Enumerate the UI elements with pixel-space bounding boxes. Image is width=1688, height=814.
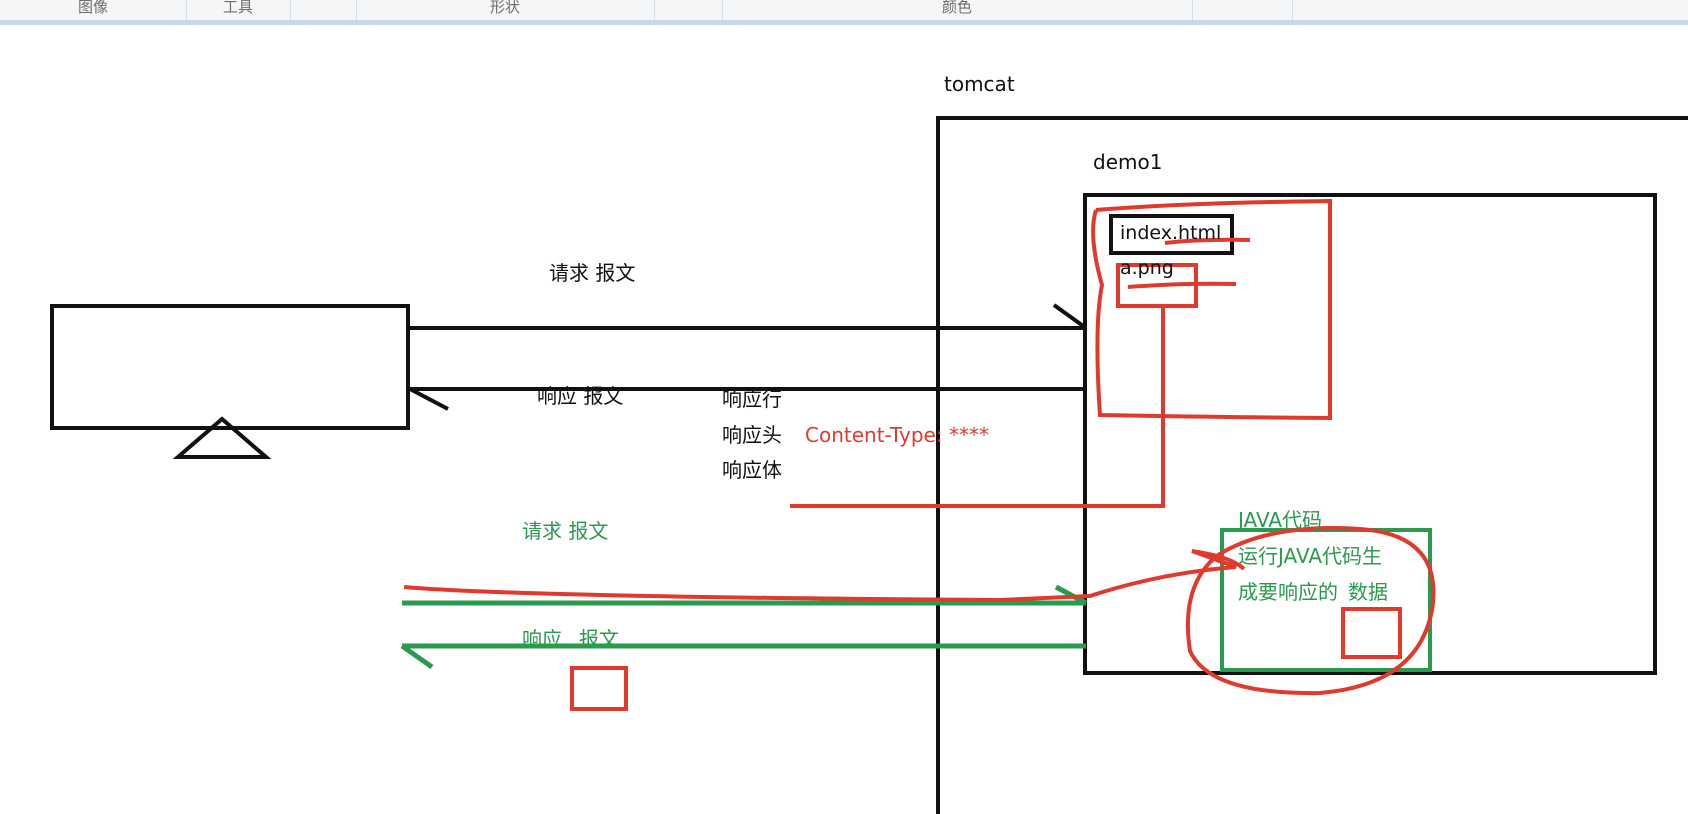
red-baowen-box — [570, 666, 628, 711]
java-data-label: 数据 — [1348, 580, 1388, 604]
green-response-arrowhead — [400, 643, 434, 670]
index-html-box — [1109, 214, 1234, 255]
demo1-box — [1083, 193, 1657, 675]
response-body-label: 响应体 — [722, 458, 782, 482]
tomcat-label: tomcat — [944, 72, 1015, 96]
ribbon-group-label: 工具 — [222, 0, 253, 16]
red-static-resource-outline — [1091, 198, 1332, 421]
green-response-label: 响应 — [522, 627, 562, 651]
toolbar-ribbon: 图像 工具 形状 颜色 — [0, 0, 1688, 25]
red-data-box — [1341, 607, 1402, 659]
ribbon-group-label: 形状 — [489, 0, 520, 16]
response-header-label: 响应头 — [722, 423, 782, 447]
black-response-label: 响应 报文 — [537, 384, 624, 408]
ribbon-group-blank — [1192, 0, 1293, 20]
red-a-png-strike — [1127, 281, 1237, 289]
client-monitor — [50, 304, 410, 430]
ribbon-group-blank — [290, 0, 357, 20]
black-request-arrowhead — [1052, 303, 1088, 330]
client-stand — [172, 416, 272, 459]
ribbon-group-image[interactable]: 图像 — [0, 0, 187, 20]
response-line-label: 响应行 — [722, 387, 782, 411]
content-type-label: Content-Type: **** — [805, 423, 989, 447]
red-body-connector — [790, 305, 1165, 508]
tomcat-box — [936, 116, 1688, 814]
file-a-png: a.png — [1120, 257, 1174, 279]
diagram-svg — [50, 116, 1688, 814]
red-request-scribble — [403, 549, 1246, 603]
ribbon-group-shapes[interactable]: 形状 — [356, 0, 655, 20]
java-code-line-2: 运行JAVA代码生 — [1238, 544, 1383, 568]
ribbon-group-colors[interactable]: 颜色 — [722, 0, 1193, 20]
green-response-boxed-label: 报文 — [579, 627, 619, 651]
green-request-label: 请求 报文 — [522, 519, 609, 543]
ribbon-group-label: 图像 — [77, 0, 108, 16]
ribbon-group-label: 颜色 — [941, 0, 972, 16]
file-index-html: index.html — [1120, 222, 1222, 244]
java-code-line-1: JAVA代码 — [1238, 508, 1323, 532]
drawing-canvas[interactable]: tomcat demo1 index.html a.png 请求 报文 响应 报… — [0, 25, 1688, 814]
red-index-strike — [1164, 237, 1251, 245]
java-code-line-3: 成要响应的 — [1238, 580, 1338, 604]
demo1-label: demo1 — [1093, 150, 1163, 174]
ribbon-group-tools[interactable]: 工具 — [186, 0, 291, 20]
red-java-ellipse — [1185, 526, 1436, 696]
ribbon-group-blank — [654, 0, 723, 20]
black-request-label: 请求 报文 — [549, 261, 636, 285]
black-response-arrowhead — [409, 387, 449, 411]
